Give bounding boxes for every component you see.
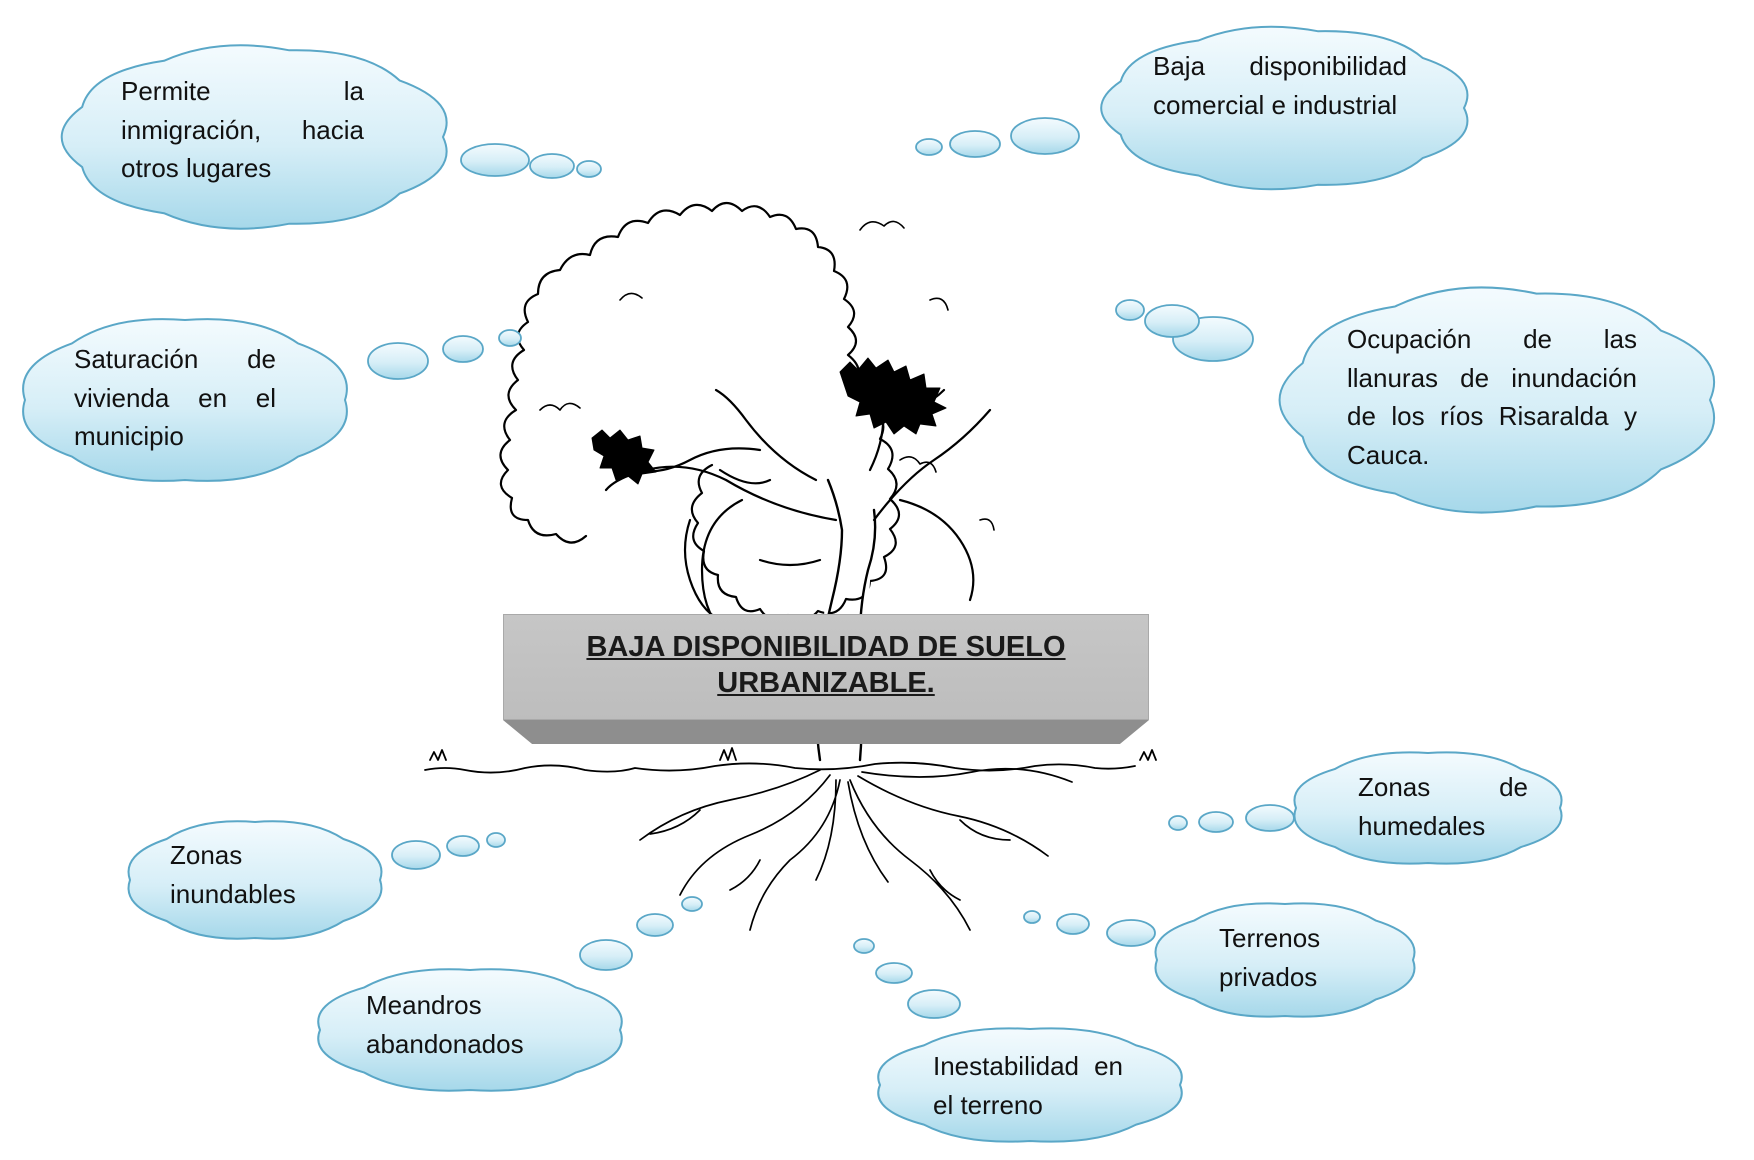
ground-line bbox=[424, 747, 1157, 774]
cloud-inestabilidad bbox=[877, 1027, 1183, 1143]
thought-bubble bbox=[1056, 913, 1090, 935]
cloud-permite bbox=[60, 44, 448, 230]
tree-canopy-detail bbox=[539, 220, 995, 531]
tree-illustration bbox=[424, 201, 1157, 931]
cloud-zonas-inundables bbox=[127, 820, 383, 940]
thought-bubble bbox=[446, 835, 480, 857]
thought-bubble bbox=[1144, 304, 1200, 338]
thought-bubble bbox=[486, 832, 506, 848]
thought-bubble bbox=[576, 160, 602, 178]
cloud-text-meandros: Meandros abandonados bbox=[366, 990, 524, 1059]
thought-bubble bbox=[949, 130, 1001, 158]
tree-branches bbox=[604, 388, 992, 632]
cloud-baja-comercial bbox=[1100, 25, 1469, 191]
thought-bubble bbox=[681, 896, 703, 912]
thought-bubble bbox=[915, 138, 943, 156]
thought-bubble bbox=[636, 913, 674, 937]
thought-bubble bbox=[529, 153, 575, 179]
cloud-text-baja-comercial: Baja disponibilidad comercial e industri… bbox=[1153, 51, 1407, 120]
cloud-terrenos-privados bbox=[1154, 902, 1416, 1018]
thought-bubble bbox=[853, 938, 875, 954]
thought-bubble bbox=[579, 939, 633, 971]
tree-roots bbox=[639, 767, 1073, 931]
cloud-ocupacion bbox=[1278, 286, 1715, 514]
cloud-text-zonas-inundables: Zonas inundables bbox=[170, 840, 296, 909]
thought-bubble bbox=[875, 962, 913, 984]
thought-bubble bbox=[1115, 299, 1145, 321]
thought-bubble bbox=[1198, 811, 1234, 833]
thought-bubble bbox=[460, 143, 530, 177]
cloud-saturacion bbox=[22, 318, 348, 482]
title-box-bevel bbox=[503, 720, 1149, 744]
cloud-text-zonas-humedales: Zonas de humedales bbox=[1358, 772, 1528, 841]
thought-bubble bbox=[391, 840, 441, 870]
cloud-text-ocupacion: Ocupación de las llanuras de inundación … bbox=[1347, 324, 1637, 470]
thought-bubble bbox=[907, 989, 961, 1019]
thought-bubble-trails bbox=[367, 117, 1295, 1019]
cloud-text-inestabilidad: Inestabilidad en el terreno bbox=[933, 1051, 1123, 1120]
cloud-text-saturacion: Saturación de vivienda en el municipio bbox=[74, 344, 276, 451]
thought-bubble bbox=[1023, 910, 1041, 924]
diagram-title: BAJA DISPONIBILIDAD DE SUELO URBANIZABLE… bbox=[586, 631, 1066, 699]
cloud-shapes bbox=[22, 25, 1715, 1143]
cloud-meandros bbox=[317, 968, 623, 1092]
thought-bubble bbox=[498, 329, 522, 347]
cloud-text-terrenos-privados: Terrenos privados bbox=[1219, 923, 1321, 992]
thought-bubble bbox=[367, 342, 429, 380]
thought-bubble bbox=[1168, 815, 1188, 831]
thought-bubble bbox=[1010, 117, 1080, 155]
thought-bubble bbox=[1245, 804, 1295, 832]
thought-bubble bbox=[442, 335, 484, 363]
cloud-text-permite: Permite la inmigración, hacia otros luga… bbox=[121, 76, 364, 183]
thought-bubble bbox=[1106, 919, 1156, 947]
title-box bbox=[503, 614, 1149, 720]
cloud-zonas-humedales bbox=[1293, 751, 1563, 865]
